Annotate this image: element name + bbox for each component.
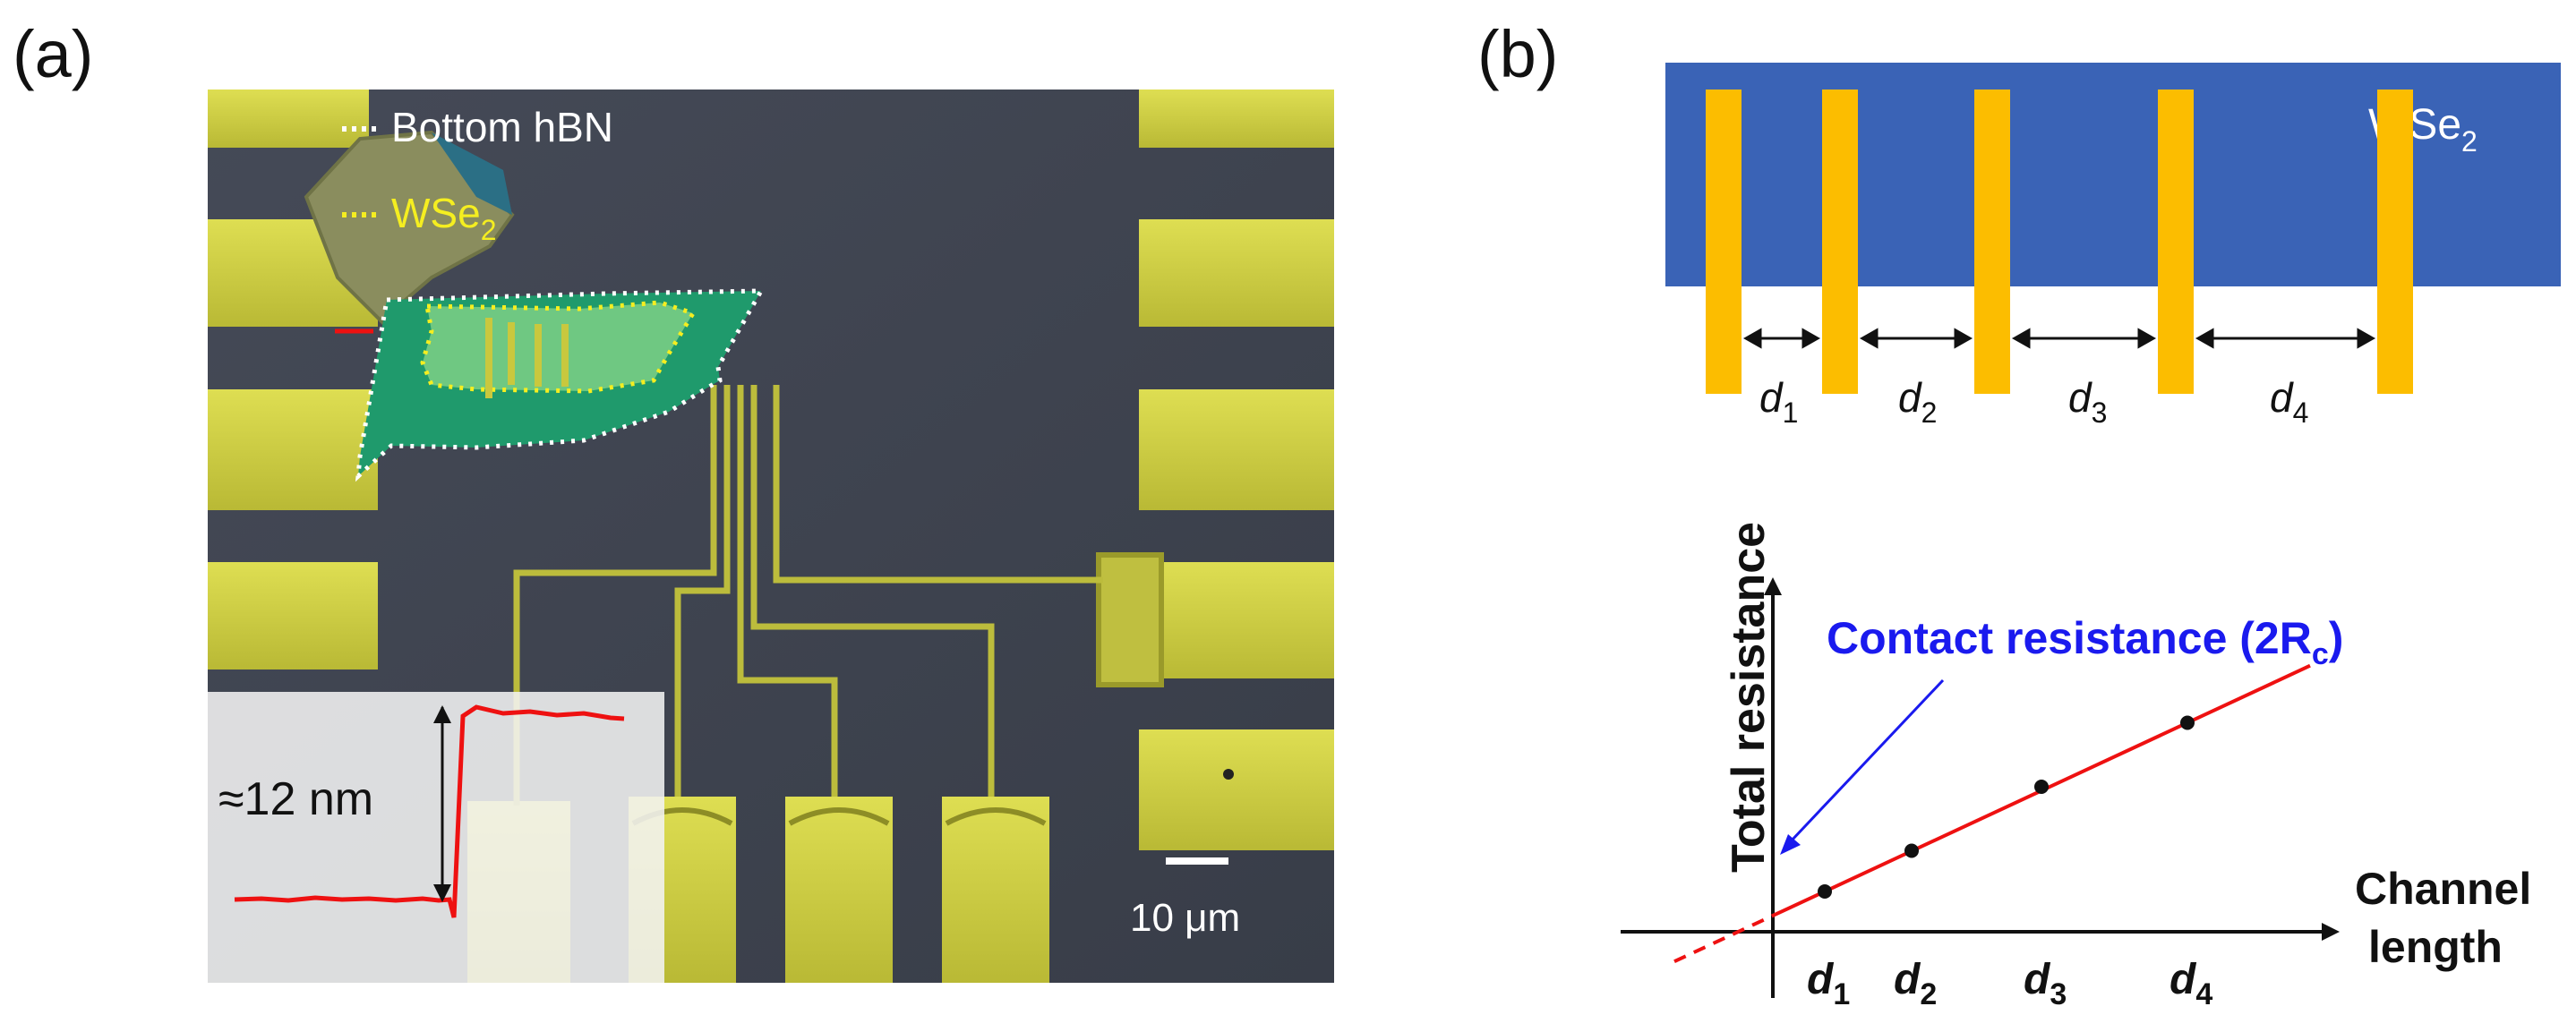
x-tick-label-2: d2 [1894, 956, 1937, 1011]
flake-contacts [485, 318, 569, 398]
x-axis-arrowhead [2322, 923, 2340, 941]
wse2-channel [1665, 63, 2561, 286]
y-axis-arrowhead [1764, 577, 1782, 595]
tlm-contacts [1706, 90, 2413, 394]
spacing-label-d4: d4 [2270, 374, 2308, 429]
tlm-figure: WSe2 d1 d2 d3 d4 Total resistance Channe… [1621, 63, 2561, 1011]
contact-resistance-annotation: Contact resistance (2Rc) [1827, 613, 2343, 671]
step-height-arrowhead-top [433, 705, 451, 723]
spacing-label-d1: d1 [1759, 374, 1798, 429]
data-point-1 [1818, 884, 1832, 899]
fit-line-extrapolated [1673, 914, 1774, 964]
optical-micrograph: Bottom hBN WSe2 ≈12 nm 10 μm [208, 90, 1334, 983]
x-axis-label-line1: Channel [2355, 864, 2531, 914]
legend-wse2-label: WSe2 [391, 190, 496, 246]
x-tick-label-1: d1 [1807, 956, 1850, 1011]
spacing-label-d3: d3 [2068, 374, 2107, 429]
right-lead-pad [1096, 552, 1164, 687]
x-tick-label-4: d4 [2169, 956, 2212, 1011]
afm-height-profile [234, 704, 625, 918]
annotation-pointer [1789, 678, 1945, 843]
step-height-arrowhead-bottom [433, 884, 451, 902]
right-contact-pads [1103, 90, 1334, 850]
spacing-label-d2: d2 [1898, 374, 1937, 429]
legend-hbn-label: Bottom hBN [391, 104, 613, 150]
annotation-pointer-head [1780, 834, 1801, 855]
afm-inset [208, 692, 664, 983]
panel-b-label: (b) [1477, 17, 1559, 91]
data-point-2 [1904, 843, 1919, 858]
electrode-leads [513, 385, 1103, 806]
y-axis-label: Total resistance [1723, 522, 1775, 873]
scale-bar-label: 10 μm [1130, 896, 1240, 940]
x-axis-label-line2: length [2368, 922, 2503, 972]
x-tick-label-3: d3 [2024, 956, 2067, 1011]
spacing-arrows [1742, 328, 2376, 349]
stray-flake-edge [432, 132, 512, 215]
panel-a-label: (a) [13, 17, 94, 91]
tlm-plot: Total resistance Channel length d1 d2 d3 d4… [1621, 522, 2531, 1011]
data-point-4 [2180, 715, 2195, 730]
data-point-3 [2034, 780, 2049, 794]
wse2-flake [420, 300, 697, 394]
step-height-label: ≈12 nm [218, 773, 373, 825]
pad-particle [1223, 769, 1234, 780]
stray-flake [304, 130, 515, 325]
spacing-labels: d1 d2 d3 d4 [1759, 374, 2308, 429]
